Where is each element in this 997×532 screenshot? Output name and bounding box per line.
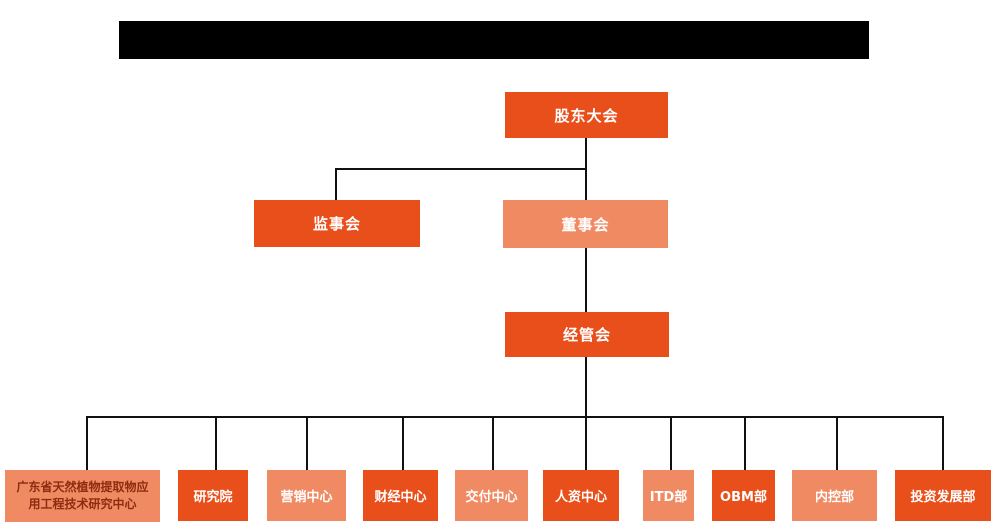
node-supervisory-board: 监事会	[254, 200, 420, 247]
node-board-of-directors: 董事会	[503, 200, 668, 248]
redacted-title-bar	[119, 21, 869, 59]
node-management-committee: 经管会	[505, 312, 669, 357]
node-dept-guangdong-research-center: 广东省天然植物提取物应用工程技术研究中心	[5, 470, 160, 522]
node-dept-delivery-center: 交付中心	[455, 470, 528, 521]
node-shareholders-meeting: 股东大会	[505, 92, 668, 138]
node-dept-hr-center: 人资中心	[543, 470, 619, 521]
node-dept-finance-center: 财经中心	[363, 470, 438, 521]
node-dept-marketing-center: 营销中心	[267, 470, 346, 521]
node-dept-itd: ITD部	[643, 470, 694, 521]
node-dept-investment-development: 投资发展部	[895, 470, 991, 521]
node-dept-internal-control: 内控部	[792, 470, 877, 521]
node-dept-research-institute: 研究院	[178, 470, 248, 521]
node-dept-obm: OBM部	[712, 470, 775, 521]
